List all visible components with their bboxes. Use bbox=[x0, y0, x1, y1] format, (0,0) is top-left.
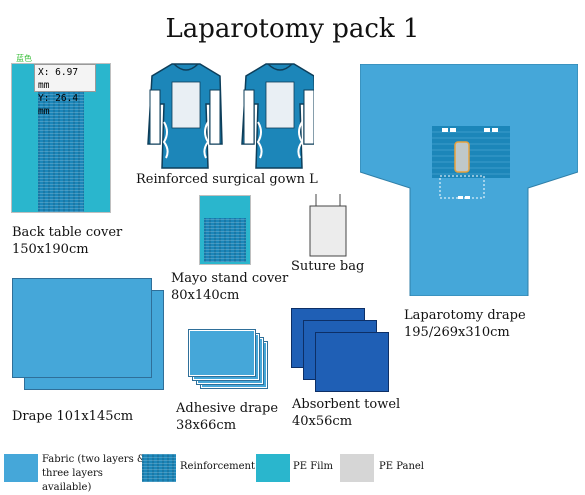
mayo-stand-cover-illustration bbox=[200, 196, 250, 264]
legend-swatch-reinforcement bbox=[142, 454, 176, 482]
green-badge: 蓝色 bbox=[16, 54, 32, 63]
absorbent-towel-size: 40x56cm bbox=[292, 414, 353, 429]
legend-label-fabric: Fabric (two layers & three layers availa… bbox=[42, 453, 147, 495]
surgical-gown-illustration bbox=[147, 63, 314, 169]
absorbent-towel-label: Absorbent towel bbox=[292, 397, 401, 412]
mayo-stand-cover-size: 80x140cm bbox=[171, 288, 240, 303]
legend-label-fabric-line2: three layers available) bbox=[42, 468, 103, 493]
suture-bag-illustration bbox=[309, 194, 347, 257]
coordinate-readout: X: 6.97 mm Y: 26.4 mm bbox=[34, 64, 96, 117]
legend-swatch-fabric bbox=[4, 454, 38, 482]
x-readout: X: 6.97 mm bbox=[38, 67, 79, 91]
mayo-stand-cover-label: Mayo stand cover bbox=[171, 271, 289, 286]
gown-left bbox=[147, 63, 223, 169]
laparotomy-drape-label: Laparotomy drape bbox=[404, 308, 526, 323]
drape-illustration bbox=[12, 278, 164, 390]
y-readout: Y: 26.4 mm bbox=[38, 93, 79, 117]
back-table-cover-size: 150x190cm bbox=[12, 242, 89, 257]
adhesive-drape-illustration bbox=[188, 329, 268, 389]
laparotomy-drape-size: 195/269x310cm bbox=[404, 325, 510, 340]
absorbent-towel-illustration bbox=[291, 308, 389, 392]
adhesive-drape-label: Adhesive drape bbox=[176, 401, 279, 416]
page-title: Laparotomy pack 1 bbox=[165, 14, 420, 44]
drape-label: Drape 101x145cm bbox=[12, 409, 134, 424]
legend-label-fabric-line1: Fabric (two layers & bbox=[42, 454, 146, 465]
gown-right bbox=[241, 63, 314, 169]
legend-label-pe-panel: PE Panel bbox=[379, 461, 425, 472]
legend-swatch-pe-film bbox=[256, 454, 290, 482]
adhesive-drape-size: 38x66cm bbox=[176, 418, 237, 433]
legend-swatch-pe-panel bbox=[340, 454, 374, 482]
legend-label-reinforcement: Reinforcement bbox=[180, 461, 255, 472]
surgical-gown-label: Reinforced surgical gown L bbox=[136, 172, 318, 187]
suture-bag-label: Suture bag bbox=[291, 259, 365, 274]
legend-label-pe-film: PE Film bbox=[293, 461, 334, 472]
laparotomy-drape-illustration bbox=[360, 64, 578, 296]
back-table-cover-label: Back table cover bbox=[12, 225, 123, 240]
